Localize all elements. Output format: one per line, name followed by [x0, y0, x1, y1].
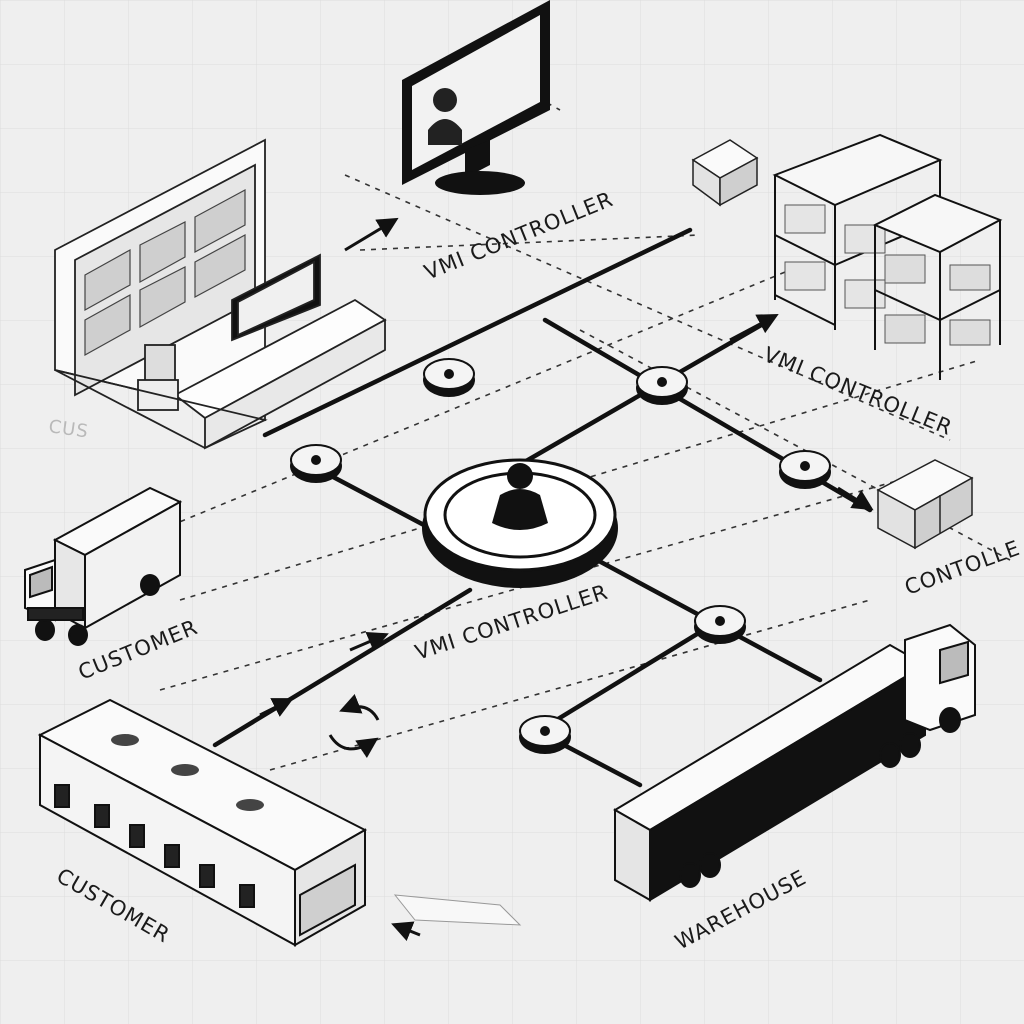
cycle-arrow-icon: [328, 694, 380, 759]
warehouse-building-icon: [37, 698, 522, 947]
node-2[interactable]: [290, 444, 342, 483]
node-3[interactable]: [636, 366, 688, 405]
monitor-icon: [402, 0, 550, 195]
node-5[interactable]: [694, 605, 746, 644]
flow-arrows: [259, 217, 874, 941]
network-nodes: [290, 358, 831, 754]
box-icon: [691, 139, 759, 207]
delivery-truck-icon: [24, 486, 183, 646]
warehouse-shelving-icon: [772, 133, 1003, 380]
node-1[interactable]: [423, 358, 475, 397]
node-4[interactable]: [779, 450, 831, 489]
central-hub[interactable]: [422, 458, 618, 588]
person-icon: [492, 463, 548, 530]
semi-truck-icon: [613, 623, 976, 902]
control-room-icon: [54, 138, 387, 450]
node-6[interactable]: [519, 715, 571, 754]
box-stack-icon: [876, 459, 974, 550]
